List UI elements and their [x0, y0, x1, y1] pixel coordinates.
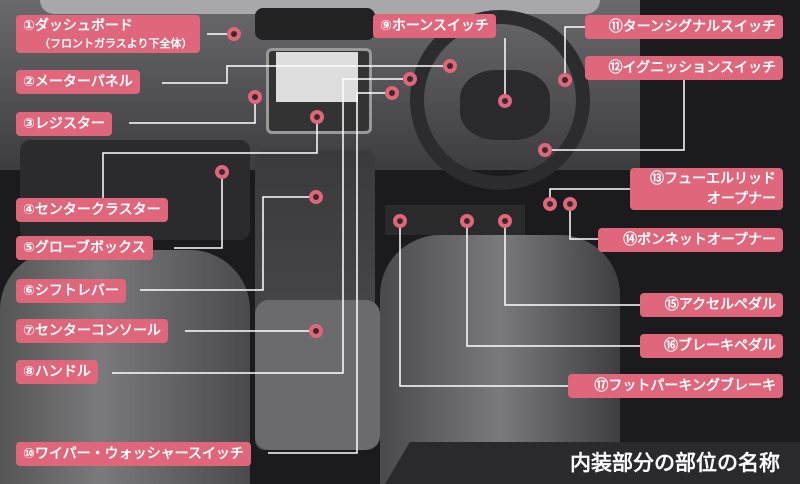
marker-wiper-switch: [385, 86, 399, 100]
leader-line-11: [564, 26, 585, 80]
label-text: フットパーキングブレーキ: [608, 378, 776, 394]
label-text: グローブボックス: [34, 240, 146, 256]
label-glovebox: ⑤グローブボックス: [16, 236, 153, 260]
label-text: センターコンソール: [34, 323, 161, 339]
label-handle: ⑧ハンドル: [16, 360, 98, 384]
label-text: センタークラスター: [34, 202, 161, 218]
label-text: レジスター: [34, 116, 105, 132]
leader-line-6: [140, 196, 316, 291]
label-number: ⑧: [23, 364, 35, 380]
marker-glovebox: [215, 165, 229, 179]
label-fuel-lid: ⑬フューエルリッドオープナー: [630, 168, 783, 210]
label-center-cluster: ④センタークラスター: [16, 198, 168, 222]
leader-line-15: [504, 221, 640, 306]
marker-center-console: [309, 324, 323, 338]
leader-line-2: [162, 65, 450, 84]
label-number: ⑥: [23, 283, 35, 299]
marker-ignition: [538, 143, 552, 157]
label-horn-switch: ⑨ホーンスイッチ: [373, 14, 496, 38]
diagram-title: 内装部分の部位の名称: [385, 442, 800, 484]
label-meter-panel: ②メーターパネル: [16, 70, 140, 94]
label-text: フューエルリッド: [664, 171, 776, 187]
label-text: シフトレバー: [34, 283, 119, 299]
label-number: ⑪: [608, 19, 623, 35]
label-turn-signal: ⑪ターンシグナルスイッチ: [585, 15, 783, 39]
marker-horn-switch: [498, 94, 512, 108]
label-text: ワイパー・ウォッシャースイッチ: [34, 446, 244, 462]
label-ignition: ⑫イグニッションスイッチ: [585, 56, 783, 80]
leader-line-8: [112, 78, 410, 374]
label-number: ⑨: [380, 18, 392, 34]
windshield-area: [40, 0, 600, 14]
label-number: ④: [23, 202, 35, 218]
leader-line-10: [268, 92, 392, 454]
marker-turn-signal: [558, 73, 572, 87]
upper-display: [255, 8, 375, 40]
label-register: ③レジスター: [16, 112, 112, 136]
label-number: ③: [23, 116, 35, 132]
label-text: ブレーキペダル: [678, 338, 776, 354]
marker-accelerator: [498, 214, 512, 228]
label-accelerator: ⑮アクセルペダル: [640, 293, 783, 317]
marker-fuel-lid: [543, 197, 557, 211]
marker-parking-brake: [393, 214, 407, 228]
label-text: ターンシグナルスイッチ: [622, 19, 776, 35]
label-text: ハンドル: [34, 364, 91, 380]
label-number: ⑭: [623, 232, 638, 248]
label-number: ⑤: [23, 240, 35, 256]
glovebox-area: [20, 140, 250, 240]
marker-handle: [403, 72, 417, 86]
label-number: ⑬: [650, 171, 664, 187]
label-wiper-switch: ⑩ワイパー・ウォッシャースイッチ: [16, 442, 251, 466]
label-bonnet: ⑭ボンネットオープナー: [598, 228, 783, 252]
label-brake: ⑯ブレーキペダル: [640, 334, 783, 358]
leader-line-17: [399, 221, 568, 387]
label-text: ホーンスイッチ: [391, 18, 489, 34]
marker-center-cluster: [310, 110, 324, 124]
marker-bonnet: [563, 197, 577, 211]
leader-line-5: [174, 172, 223, 249]
label-number: ⑫: [608, 60, 623, 76]
label-text-line2: オープナー: [706, 191, 776, 207]
marker-register: [248, 90, 262, 104]
label-text: メーターパネル: [34, 74, 133, 90]
leader-line-12: [545, 80, 685, 151]
marker-shift-lever: [309, 190, 323, 204]
label-parking-brake: ⑰フットパーキングブレーキ: [568, 374, 783, 398]
label-dashboard: ①ダッシュボード （フロントガラスより下全体）: [16, 15, 200, 53]
center-screen-display: [276, 52, 358, 102]
label-text: ボンネットオープナー: [637, 232, 776, 248]
leader-line-14: [569, 204, 598, 240]
label-number: ⑮: [664, 297, 679, 313]
marker-dashboard: [227, 27, 241, 41]
label-note: （フロントガラスより下全体）: [39, 37, 193, 50]
leader-line-13: [549, 188, 630, 204]
label-number: ⑯: [664, 338, 678, 354]
marker-meter-panel: [443, 59, 457, 73]
label-text: ダッシュボード: [34, 18, 133, 34]
label-number: ⑰: [594, 378, 609, 394]
leader-line-3: [129, 97, 256, 124]
label-number: ⑦: [23, 323, 35, 339]
marker-brake: [460, 214, 474, 228]
label-number: ①: [23, 18, 35, 34]
leader-line-4: [102, 117, 318, 198]
label-number: ②: [23, 74, 35, 90]
label-center-console: ⑦センターコンソール: [16, 319, 168, 343]
label-text: アクセルペダル: [678, 297, 776, 313]
leader-line-16: [466, 221, 640, 347]
label-text: イグニッションスイッチ: [622, 60, 776, 76]
label-number: ⑩: [23, 446, 35, 462]
label-shift-lever: ⑥シフトレバー: [16, 279, 126, 303]
